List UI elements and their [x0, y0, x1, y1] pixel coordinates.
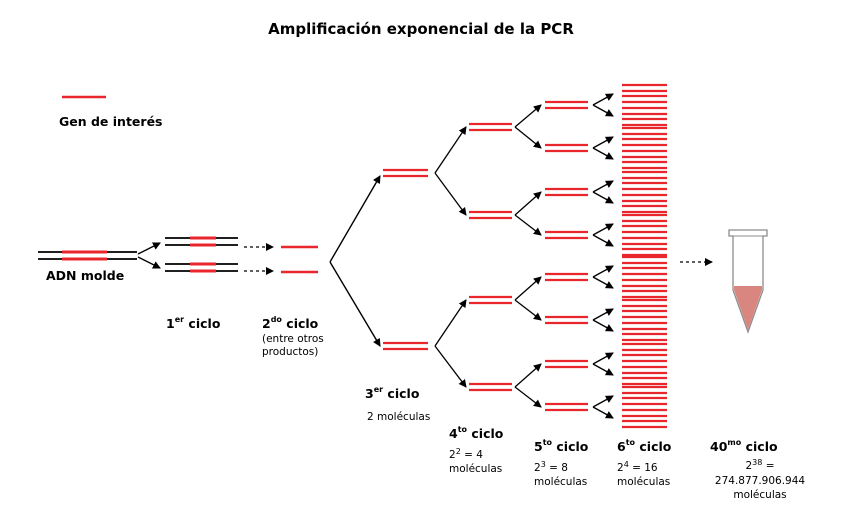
- cycle-5-arrow: [514, 104, 542, 128]
- cycle-4-arrow: [434, 126, 467, 174]
- cycle-4-arrow: [434, 299, 467, 347]
- cycle-6-arrow: [592, 93, 614, 106]
- cycle-6-arrow: [592, 136, 614, 149]
- cycle-40-value: 274.877.906.944: [714, 475, 806, 487]
- cycle-6-arrow: [592, 234, 614, 247]
- cycle-2-note-line1: (entre otros: [262, 333, 324, 345]
- cycle-6-unit: moléculas: [617, 476, 671, 488]
- cycle-4-count: 22 = 4: [449, 447, 483, 461]
- cycle-1-label: 1er ciclo: [166, 315, 221, 331]
- cycle-1-arrow: [137, 256, 161, 269]
- template-label: ADN molde: [46, 268, 125, 283]
- cycle-6-arrow: [592, 406, 614, 419]
- cycle-6-arrow: [592, 276, 614, 289]
- cycle-40-unit: moléculas: [733, 489, 787, 501]
- cycle-5-arrow: [514, 386, 542, 408]
- cycle-4-unit: moléculas: [449, 463, 503, 475]
- cycle-3-branch: [329, 175, 381, 263]
- cycle-6-arrow: [592, 363, 614, 376]
- cycle-4-arrow: [434, 345, 467, 388]
- diagram-title: Amplificación exponencial de la PCR: [268, 20, 574, 38]
- cycle-5-unit: moléculas: [534, 476, 588, 488]
- cycle-2-note-line2: productos): [262, 346, 319, 358]
- cycle-2-label: 2do ciclo: [262, 315, 319, 331]
- pcr-tube-liquid: [734, 286, 762, 330]
- cycle-40-label: 40mo ciclo: [710, 438, 778, 454]
- cycle-6-arrow: [592, 265, 614, 278]
- cycle-6-arrow: [592, 223, 614, 236]
- cycle-6-arrow: [592, 104, 614, 117]
- cycle-6-label: 6to ciclo: [617, 438, 672, 454]
- cycle-6-arrow: [592, 352, 614, 365]
- cycle-6-arrow: [592, 319, 614, 332]
- cycle-6-arrow: [592, 147, 614, 160]
- pcr-tube: [728, 229, 768, 334]
- cycle-3-count: 2 moléculas: [367, 411, 431, 423]
- cycle-5-arrow: [514, 126, 542, 149]
- cycle-6-arrow: [592, 395, 614, 408]
- cycle-1-arrow: [137, 242, 161, 255]
- cycle-3-label: 3er ciclo: [365, 385, 420, 401]
- legend-label: Gen de interés: [59, 114, 163, 129]
- cycle-6-arrow: [592, 191, 614, 204]
- cycle-5-count: 23 = 8: [534, 460, 568, 474]
- cycle-6-arrow: [592, 308, 614, 321]
- cycle-5-arrow: [514, 214, 542, 236]
- cycle-5-arrow: [514, 363, 542, 388]
- cycle-4-arrow: [434, 172, 467, 216]
- cycle-5-label: 5to ciclo: [534, 438, 589, 454]
- cycle-4-label: 4to ciclo: [449, 425, 504, 441]
- cycle-5-arrow: [514, 299, 542, 321]
- cycle-6-count: 24 = 16: [617, 460, 658, 474]
- cycle-40-count: 238 =: [745, 458, 775, 472]
- cycle-5-arrow: [514, 276, 542, 301]
- cycle-6-arrow: [592, 180, 614, 193]
- cycle-3-branch: [329, 261, 381, 347]
- cycle-5-arrow: [514, 191, 542, 216]
